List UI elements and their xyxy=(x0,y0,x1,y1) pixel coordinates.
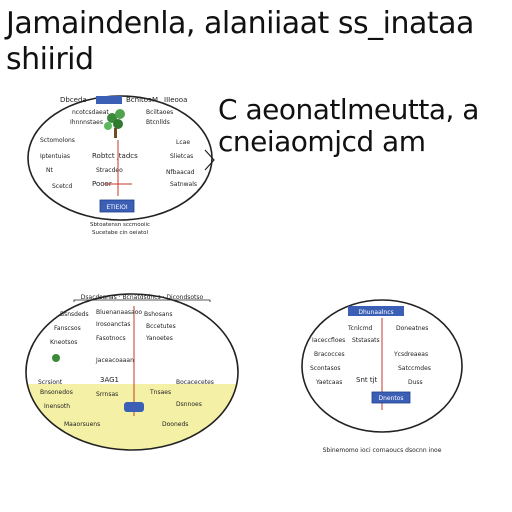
d3-right-1: Ycsdreaeas xyxy=(393,351,428,358)
d1-left-0: Sctomolons xyxy=(40,137,75,144)
d2-left-0: Bsnsdeds xyxy=(60,311,89,318)
d2-bottom-1: Dooneds xyxy=(162,421,188,428)
d2-center-4: 3AG1 xyxy=(100,376,119,384)
d1-action-button-label: ETIEIOI xyxy=(106,204,128,211)
d2-center-3: Jaceacoaaan xyxy=(95,357,134,364)
diagram-1-bracket xyxy=(204,149,215,171)
d1-left-3: Scetcd xyxy=(52,183,72,190)
diagram-3-outline xyxy=(301,299,463,433)
page-title: Jamaindenla, alaniiaat ss_inataa shiirid xyxy=(6,6,474,77)
d3-top-label: Dhunaalncs xyxy=(358,309,393,316)
d2-center-5: Srrnsas xyxy=(96,391,118,398)
d1-row3-left: Ihnnnstaes xyxy=(70,119,103,126)
d1-top-label-0: Dbceda xyxy=(60,96,87,104)
d2-left-2: Kneotsos xyxy=(50,339,77,346)
d3-center-2: Snt tjt xyxy=(356,376,378,384)
d1-footer-0: Sbtoatensn sccmooiic xyxy=(90,222,150,228)
d3-center-0: Tcnlcmd xyxy=(347,325,373,332)
d2-right-1: Bccetutes xyxy=(146,323,176,330)
diagram-2-outline xyxy=(25,293,239,451)
d3-center-1: Ststasats xyxy=(352,337,380,344)
d3-left-1: Bracocces xyxy=(314,351,345,358)
d1-right-0: Lcae xyxy=(176,139,190,146)
d1-top-label-2: M xyxy=(152,96,158,104)
d1-row2-right: Bciltaoes xyxy=(146,109,173,116)
d3-right-2: Satccmdes xyxy=(398,365,431,372)
d1-center-1: Pooor xyxy=(92,180,112,188)
d2-center-0: Bluenanaasaoo xyxy=(96,309,142,316)
d2-header: Dsacdsanas · Bcnatdsdncs · Dicondsotso xyxy=(81,294,204,301)
d2-right-5: Dsnnoes xyxy=(176,401,202,408)
d3-left-2: Scontasos xyxy=(310,365,341,372)
d2-node xyxy=(124,402,144,412)
d1-center-2: Stracdeo xyxy=(96,167,123,174)
d2-center-1: Irosoanctas xyxy=(96,321,131,328)
d1-right-2: Nfbaacad xyxy=(166,169,195,176)
diagram-3: Dhunaalncs Iaceccfloes Bracocces Scontas… xyxy=(301,299,463,454)
d1-top-badge xyxy=(96,96,122,104)
d1-row3-right: Btcnllds xyxy=(146,119,170,126)
d1-action-button xyxy=(99,199,135,213)
d3-right-0: Doneatnes xyxy=(396,325,428,332)
d3-left-0: Iaceccfloes xyxy=(312,337,345,344)
d2-left-5: Inensoth xyxy=(44,403,70,410)
d2-right-3: Bocacecetes xyxy=(176,379,214,386)
d1-center-0: Robtct jtadcs xyxy=(92,152,138,160)
d2-header-bracket xyxy=(73,299,211,302)
diagram-1: Dbceda Bcnltos M IIIeooa ncotcsdaeat Bci… xyxy=(27,95,215,236)
d1-top-label-1: Bcnltos xyxy=(126,96,152,104)
d3-action-button xyxy=(371,391,411,404)
d1-row2-left: ncotcsdaeat xyxy=(72,109,109,116)
d2-bottom-0: Maaorsuens xyxy=(64,421,100,428)
d1-right-3: Satnwals xyxy=(170,181,197,188)
d1-left-1: Iptentuias xyxy=(40,153,70,160)
d2-left-3: Scrsiont xyxy=(38,379,63,386)
d3-left-3: Yaetcaas xyxy=(315,379,342,386)
d2-right-0: Bshosans xyxy=(144,311,172,318)
d3-top-badge xyxy=(348,306,404,316)
d2-left-1: Fanscsos xyxy=(54,325,81,332)
d2-right-4: Tnsaes xyxy=(149,389,171,396)
d3-footer: Sbinemomo ioci cornaoucs dsocnn inoe xyxy=(323,447,442,454)
d1-footer-1: Sucetabe cin oeiatol xyxy=(92,230,148,236)
d3-action-button-label: Dnentos xyxy=(378,395,403,402)
d1-left-2: Nt xyxy=(46,167,53,174)
diagram-2: Dsacdsanas · Bcnatdsdncs · Dicondsotso B… xyxy=(25,293,239,451)
d2-right-2: Yanoetes xyxy=(145,335,173,342)
d2-center-2: Fasotnocs xyxy=(96,335,126,342)
d1-right-1: Slietcas xyxy=(170,153,193,160)
leaf-icon xyxy=(104,109,125,138)
d3-right-3: Duss xyxy=(408,379,423,386)
d1-top-label-3: IIIeooa xyxy=(164,96,187,104)
d2-green-dot xyxy=(52,354,60,362)
page-subtitle: C aeonatlmeutta, a cneiaomjcd am xyxy=(218,93,479,158)
d2-left-4: Bnsonedos xyxy=(40,389,73,396)
